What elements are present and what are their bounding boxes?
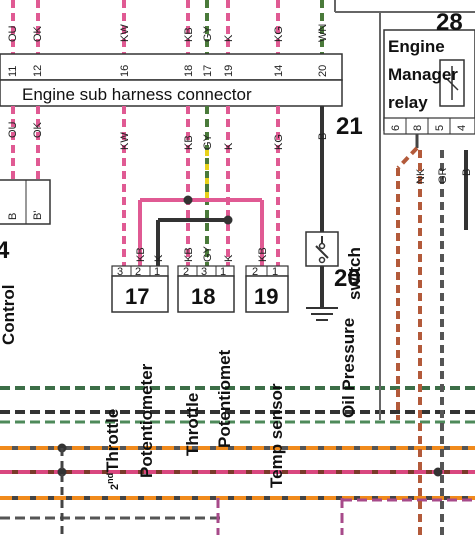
- component-label: relay: [388, 93, 428, 112]
- pin-number: 17: [202, 65, 214, 77]
- wire-code: OU: [7, 25, 19, 42]
- connector-label: Engine sub harness connector: [22, 85, 252, 104]
- wire-code: GR: [437, 167, 449, 184]
- pin-number: 8: [412, 125, 424, 131]
- component-number: 20: [334, 265, 361, 292]
- pin-number: 20: [317, 65, 329, 77]
- component-number: 28: [436, 9, 463, 36]
- component-label: Oil Pressure: [339, 318, 358, 418]
- component-label: Potentiomet: [215, 349, 234, 448]
- component-label: Throttle: [103, 409, 122, 472]
- pin-code: K: [223, 254, 235, 262]
- component-label: Manager: [388, 65, 458, 84]
- component-label: Potentiometer: [137, 363, 156, 478]
- pin-number: 18: [183, 65, 195, 77]
- engine-management-relay: 28 Engine Manager relay 6 8 5 4 NK GR B: [379, 9, 475, 535]
- component-label: 2nd: [105, 473, 121, 490]
- sensor-labels: 2nd Throttle Potentiometer Throttle Pote…: [103, 349, 286, 490]
- pin-number: 1: [272, 266, 278, 278]
- pin-code: KB: [183, 247, 195, 262]
- component-17: 3 2 1 17 KB K: [111, 247, 169, 313]
- wire-code: K: [223, 34, 235, 42]
- pin-code: B': [32, 211, 44, 220]
- component-number: 18: [191, 284, 215, 309]
- wire-code: GY: [202, 25, 214, 42]
- wire-code: B: [317, 133, 329, 140]
- wire-code: B: [461, 169, 473, 176]
- wire-code: KG: [273, 26, 285, 42]
- pin-number: 16: [119, 65, 131, 77]
- pin-number: 1: [154, 266, 160, 278]
- engine-sub-harness-connector: 11 12 16 18 17 19 14 20 Engine sub harne…: [0, 53, 343, 107]
- wire-code: OK: [32, 25, 44, 42]
- pin-number: 11: [7, 66, 19, 77]
- pin-number: 14: [273, 65, 285, 77]
- wire-code: KW: [119, 132, 131, 150]
- component-label: Control: [0, 285, 18, 345]
- component-number: 19: [254, 284, 278, 309]
- wire-code: K: [223, 142, 235, 150]
- component-number: 4: [0, 237, 10, 264]
- wire-code: OK: [32, 121, 44, 138]
- pin-number: 3: [117, 266, 123, 278]
- pin-number: 19: [223, 65, 235, 77]
- horizontal-wires: [0, 386, 475, 535]
- component-18: 2 3 1 18 KB GY K: [177, 245, 235, 313]
- component-label: Engine: [388, 37, 445, 56]
- component-4: B B' 4 Control: [0, 179, 51, 345]
- pin-number: 3: [201, 266, 207, 278]
- pin-code: KB: [135, 247, 147, 262]
- wire-code: KB: [183, 27, 195, 42]
- pin-number: 2: [135, 266, 141, 278]
- component-label: Throttle: [183, 393, 202, 456]
- wire-code: GY: [202, 133, 214, 150]
- oil-pressure-switch: 21 20 Oil Pressure switch: [305, 113, 364, 418]
- component-19: 2 1 19 KB: [245, 247, 289, 313]
- wire-code: KB: [183, 135, 195, 150]
- pin-number: 6: [390, 125, 402, 131]
- pin-number: 5: [434, 125, 446, 131]
- pin-number: 2: [183, 266, 189, 278]
- wire-code: WN: [317, 24, 329, 42]
- pin-number: 2: [252, 266, 258, 278]
- component-label: switch: [345, 247, 364, 300]
- pin-number: 4: [456, 125, 468, 131]
- pin-code: GY: [202, 245, 214, 262]
- upper-wires: [11, 0, 475, 54]
- pin-code: K: [153, 254, 165, 262]
- component-number: 17: [125, 284, 149, 309]
- upper-wire-codes: OU OK KW KB GY K KG WN: [7, 24, 329, 42]
- wire-code: KG: [273, 134, 285, 150]
- pin-code: B: [7, 213, 19, 220]
- wire-code: KW: [119, 24, 131, 42]
- component-number: 21: [336, 113, 363, 140]
- lower-wire-codes: OU OK KW KB GY K KG B: [7, 121, 329, 150]
- component-label: Temp sensor: [267, 383, 286, 488]
- wire-code: NK: [415, 168, 427, 184]
- pin-code: KB: [257, 247, 269, 262]
- pin-number: 12: [32, 65, 44, 77]
- pin-number: 1: [220, 266, 226, 278]
- wire-code: OU: [7, 121, 19, 138]
